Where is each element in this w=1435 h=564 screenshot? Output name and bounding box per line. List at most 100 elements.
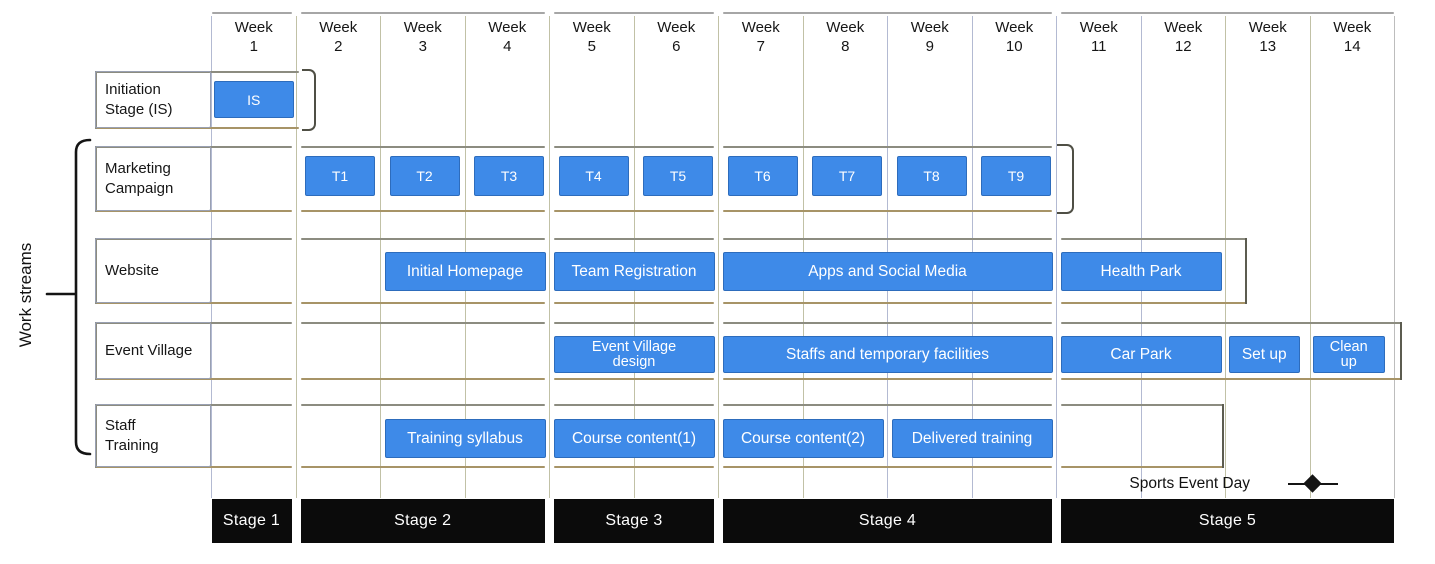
- task-bar-label: Clean up: [1329, 338, 1368, 370]
- task-bar-label: Apps and Social Media: [808, 262, 967, 280]
- task-bar-label: Event Village design: [591, 338, 677, 370]
- week-number: 1: [249, 38, 258, 55]
- row-label-text: Initiation Stage (IS): [105, 80, 173, 118]
- week-header-label: Week 14: [1310, 18, 1395, 58]
- gridline: [1394, 16, 1395, 498]
- row-outline-bottom: [95, 378, 292, 380]
- week-word: Week: [1164, 19, 1203, 36]
- row-outline-top: [95, 404, 292, 406]
- task-bar-label: Set up: [1241, 345, 1287, 363]
- task-bar-label: Team Registration: [571, 262, 697, 280]
- row-outline-bottom: [95, 302, 292, 304]
- week-number: 12: [1174, 38, 1192, 55]
- row-outline-bottom: [300, 210, 545, 212]
- row-outline-top: [554, 322, 714, 324]
- row-outline-top: [300, 238, 545, 240]
- row-outline-bottom: [723, 302, 1052, 304]
- week-word: Week: [995, 19, 1034, 36]
- row-outline-top: [1061, 404, 1223, 406]
- row-label-text: Event Village: [105, 341, 193, 359]
- row-label-box: Marketing Campaign: [95, 146, 211, 211]
- row-outline-top: [554, 238, 714, 240]
- stage-bar: Stage 2: [300, 499, 545, 543]
- stage-bar-label: Stage 5: [1198, 512, 1257, 529]
- week-header-label: Week 5: [550, 18, 635, 58]
- row-outline-end-bracket: [1057, 144, 1074, 214]
- gridline: [211, 16, 212, 498]
- week-number: 11: [1090, 38, 1107, 55]
- row-outline-right: [1400, 322, 1402, 380]
- task-bar-label: T5: [669, 168, 687, 184]
- row-outline-bottom: [95, 466, 292, 468]
- week-number: 2: [334, 38, 343, 55]
- row-outline-bottom: [554, 378, 714, 380]
- row-label-box: Website: [95, 238, 211, 303]
- header-stage-line: [300, 12, 545, 14]
- row-outline-top: [1061, 322, 1401, 324]
- row-outline-top: [554, 404, 714, 406]
- row-outline-left: [95, 146, 97, 212]
- task-bar-label: T2: [416, 168, 433, 184]
- week-word: Week: [1079, 19, 1118, 36]
- task-bar: Apps and Social Media: [722, 252, 1053, 291]
- task-bar: Event Village design: [553, 336, 715, 373]
- milestone-diamond-icon: [1303, 474, 1322, 493]
- row-outline-bottom: [95, 127, 299, 129]
- gridline: [1309, 16, 1311, 498]
- gridline: [1225, 16, 1226, 498]
- gridline: [380, 16, 381, 498]
- task-bar-label: Training syllabus: [407, 429, 523, 447]
- task-bar-label: T1: [331, 168, 349, 184]
- row-label: Initiation Stage (IS): [96, 80, 193, 120]
- row-outline-top: [300, 146, 545, 148]
- row-label-text: Staff Training: [105, 416, 159, 454]
- task-bar: Set up: [1228, 336, 1300, 373]
- task-bar: T6: [727, 156, 798, 196]
- row-outline-bottom: [1061, 378, 1401, 380]
- row-outline-bottom: [554, 466, 714, 468]
- task-bar-label: Car Park: [1110, 345, 1172, 363]
- row-outline-top: [554, 146, 714, 148]
- task-bar-label: Health Park: [1100, 262, 1182, 280]
- task-bar: Course content(1): [553, 419, 715, 458]
- row-outline-bottom: [554, 302, 714, 304]
- stage-bar-label: Stage 3: [605, 512, 663, 529]
- row-outline-left: [95, 71, 97, 129]
- row-label-text: Website: [105, 261, 159, 279]
- row-outline-top: [300, 322, 545, 324]
- task-bar: Car Park: [1060, 336, 1222, 373]
- row-label-box: Initiation Stage (IS): [95, 71, 211, 128]
- task-bar: T3: [474, 156, 544, 196]
- row-outline-end-bracket: [302, 69, 316, 131]
- week-word: Week: [572, 19, 611, 36]
- row-label-box: Event Village: [95, 322, 211, 379]
- stage-bar: Stage 4: [723, 499, 1052, 543]
- week-word: Week: [319, 19, 358, 36]
- row-outline-top: [723, 238, 1052, 240]
- stage-bar-label: Stage 2: [394, 512, 452, 529]
- row-outline-left: [95, 238, 97, 304]
- week-word: Week: [1333, 19, 1372, 36]
- week-number: 5: [587, 38, 596, 55]
- row-outline-bottom: [1061, 302, 1246, 304]
- task-bar: T7: [812, 156, 882, 196]
- task-bar: IS: [213, 81, 294, 118]
- week-number: 14: [1343, 38, 1361, 55]
- row-outline-left: [95, 322, 97, 380]
- task-bar: Delivered training: [891, 419, 1053, 458]
- task-bar-label: IS: [247, 91, 261, 108]
- work-streams-brace-icon: [45, 138, 92, 456]
- row-outline-bottom: [554, 210, 714, 212]
- header-stage-line: [211, 12, 292, 14]
- week-word: Week: [234, 19, 273, 36]
- row-label: Event Village: [96, 341, 192, 361]
- row-outline-bottom: [723, 378, 1052, 380]
- gridline: [718, 16, 719, 498]
- task-bar-label: Course content(1): [571, 429, 697, 447]
- week-word: Week: [741, 19, 780, 36]
